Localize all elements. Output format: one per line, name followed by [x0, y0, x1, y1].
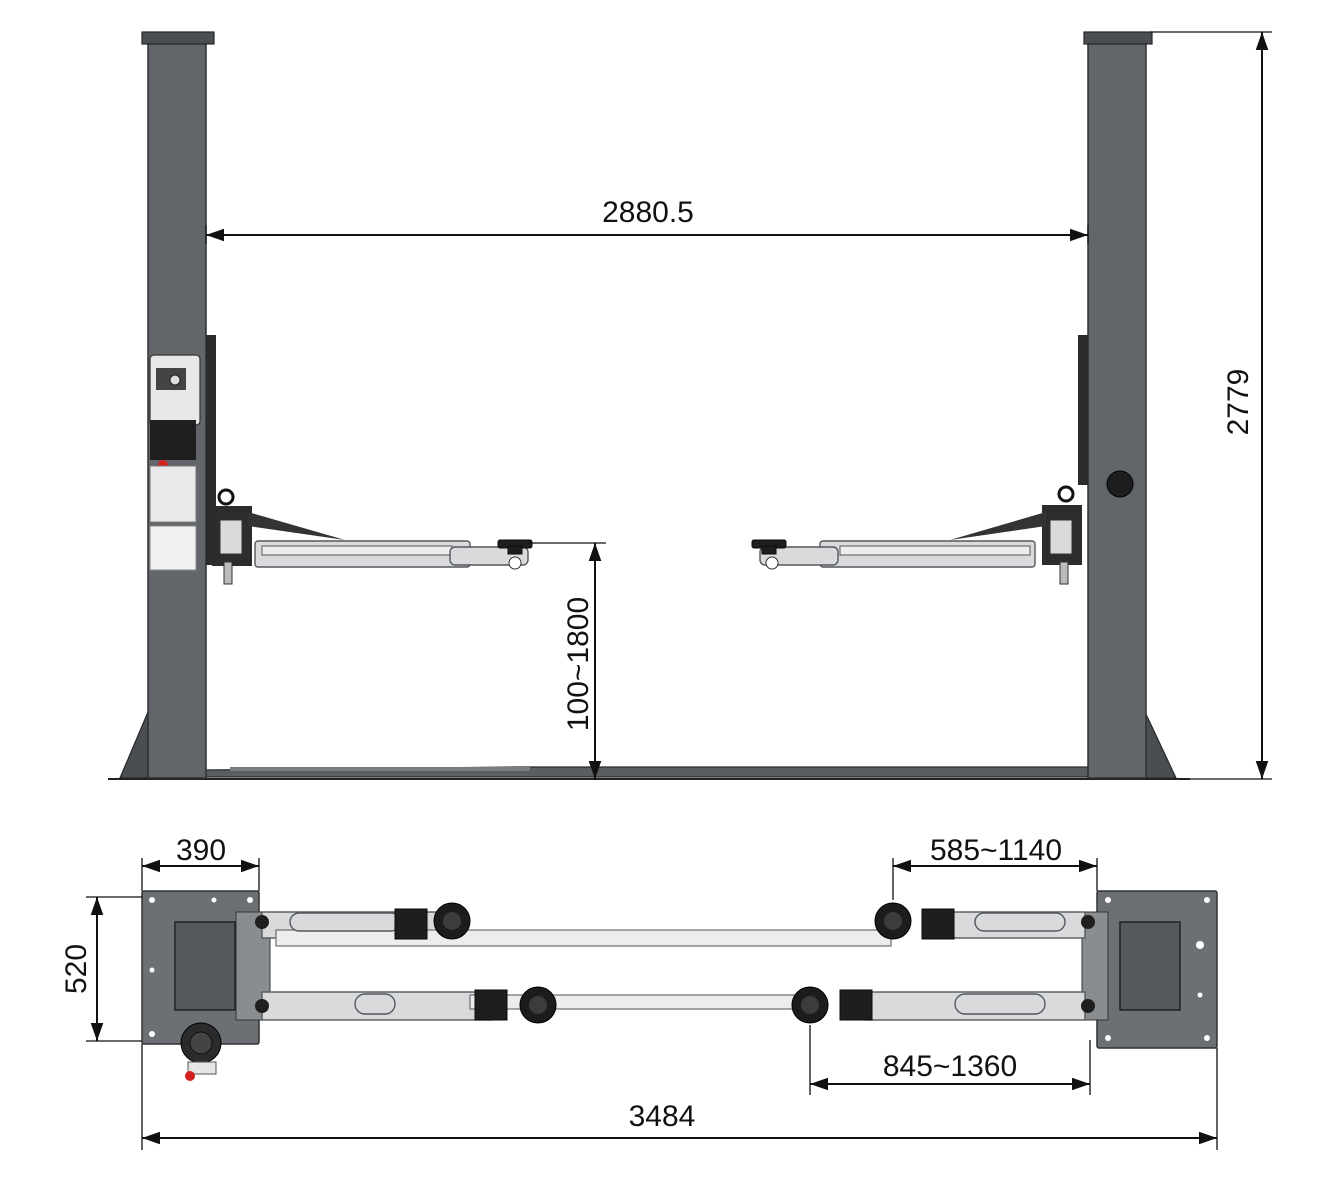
- power-unit: [149, 354, 201, 571]
- top-view: 390 585~1140 520 845~1360 3484: [60, 834, 1218, 1150]
- short-arm-reach-label: 585~1140: [930, 834, 1062, 867]
- top-arms: [255, 902, 1095, 1024]
- left-lift-arm: [212, 488, 533, 585]
- right-column: [1078, 31, 1177, 779]
- right-lift-arm: [751, 485, 1082, 585]
- lift-range-label: 100~1800: [562, 597, 595, 731]
- column-spacing-label: 2880.5: [602, 196, 694, 229]
- base-depth-label: 390: [176, 834, 226, 867]
- overall-height-label: 2779: [1222, 369, 1255, 436]
- base-width-label: 520: [60, 944, 93, 994]
- overall-width-label: 3484: [629, 1100, 696, 1133]
- front-view: 2880.5 2779 100~1800: [108, 31, 1272, 780]
- left-column: [119, 31, 216, 779]
- long-arm-reach-label: 845~1360: [883, 1050, 1017, 1083]
- red-knob-top-icon: [185, 1071, 195, 1081]
